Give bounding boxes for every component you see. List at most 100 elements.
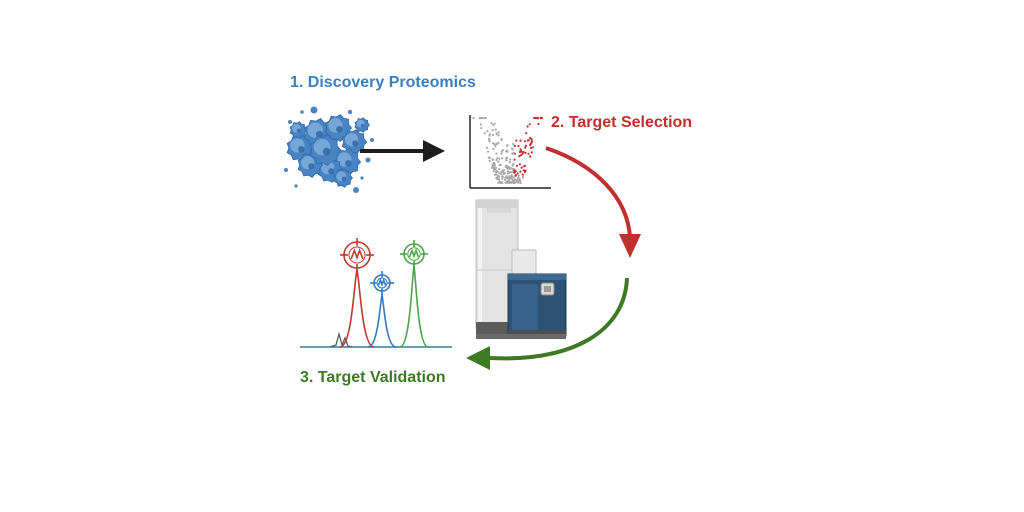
- instrument-to-validation-arrow: [466, 277, 629, 370]
- peak-blue: [367, 294, 397, 348]
- volcano-point: [518, 163, 522, 166]
- volcano-point: [526, 139, 530, 142]
- volcano-point: [506, 144, 509, 147]
- volcano-point: [493, 122, 496, 125]
- volcano-points: [472, 116, 544, 185]
- cell: [354, 117, 370, 133]
- volcano-point: [493, 164, 496, 167]
- volcano-point: [516, 176, 519, 179]
- volcano-point: [517, 174, 520, 177]
- volcano-point: [491, 158, 494, 161]
- volcano-point: [529, 146, 533, 150]
- volcano-point: [515, 180, 518, 183]
- particle: [365, 157, 371, 163]
- volcano-point: [519, 139, 522, 142]
- volcano-point: [529, 155, 532, 158]
- volcano-point: [496, 170, 499, 173]
- volcano-point: [529, 143, 532, 147]
- volcano-point: [506, 170, 510, 173]
- volcano-point: [505, 157, 508, 160]
- volcano-point: [518, 177, 521, 180]
- volcano-point: [497, 160, 500, 163]
- particle: [288, 120, 292, 124]
- cell-cluster-icon: [284, 106, 374, 193]
- volcano-point: [498, 164, 501, 167]
- volcano-point: [496, 157, 499, 160]
- volcano-point: [491, 129, 494, 132]
- particle: [300, 110, 304, 114]
- volcano-point: [494, 168, 497, 171]
- volcano-point: [494, 145, 497, 148]
- volcano-point: [501, 157, 504, 160]
- volcano-point: [500, 150, 503, 153]
- step-selection-label: 2. Target Selection: [551, 114, 693, 131]
- mass-spectrometer-icon: [475, 199, 567, 339]
- crosshair-target-icon: [400, 240, 428, 268]
- volcano-point: [523, 165, 526, 168]
- volcano-point: [512, 151, 515, 154]
- volcano-point: [495, 152, 498, 155]
- volcano-point: [495, 173, 498, 176]
- particle: [294, 184, 298, 188]
- volcano-point: [523, 170, 527, 173]
- chromatogram-icon: [300, 255, 452, 348]
- volcano-point: [501, 177, 504, 180]
- volcano-point: [505, 180, 508, 183]
- volcano-point: [492, 124, 495, 127]
- volcano-plot-icon: [469, 115, 551, 189]
- volcano-point: [519, 179, 522, 182]
- volcano-point: [531, 146, 534, 149]
- volcano-point: [490, 122, 493, 125]
- volcano-point: [512, 162, 515, 165]
- volcano-point: [533, 116, 536, 120]
- volcano-point: [511, 164, 514, 167]
- volcano-point: [524, 151, 527, 154]
- volcano-point: [510, 147, 514, 150]
- volcano-point: [506, 172, 509, 175]
- volcano-point: [506, 165, 509, 168]
- volcano-point: [502, 173, 505, 176]
- peak-red: [339, 269, 375, 348]
- particle: [370, 138, 374, 142]
- volcano-point: [527, 152, 530, 155]
- cell: [286, 134, 315, 162]
- cell: [333, 168, 353, 188]
- volcano-point: [494, 166, 497, 169]
- volcano-point: [521, 174, 525, 178]
- crosshair-target-icon: [370, 271, 394, 295]
- volcano-point: [507, 167, 510, 170]
- volcano-point: [512, 142, 515, 146]
- volcano-point: [524, 146, 527, 149]
- volcano-point: [478, 116, 481, 120]
- volcano-point: [512, 176, 515, 179]
- volcano-point: [488, 133, 491, 136]
- volcano-point: [509, 177, 512, 180]
- volcano-point: [514, 174, 517, 177]
- volcano-point: [488, 156, 491, 159]
- peak-green: [399, 265, 429, 348]
- volcano-point: [520, 154, 523, 157]
- cell: [341, 129, 368, 155]
- volcano-point: [520, 150, 523, 153]
- volcano-point: [472, 116, 475, 120]
- volcano-point: [492, 170, 495, 173]
- volcano-point: [529, 136, 532, 140]
- volcano-point: [513, 181, 517, 184]
- volcano-point: [495, 159, 498, 162]
- volcano-point: [483, 116, 486, 120]
- volcano-point: [510, 175, 514, 178]
- volcano-point: [486, 146, 489, 149]
- volcano-point: [518, 155, 521, 158]
- volcano-point: [513, 170, 517, 173]
- discovery-to-selection-arrow: [360, 140, 445, 162]
- volcano-point: [515, 164, 519, 167]
- volcano-point: [503, 178, 507, 181]
- volcano-point: [530, 151, 533, 154]
- volcano-point: [501, 175, 504, 178]
- volcano-point: [500, 181, 503, 184]
- volcano-point: [540, 116, 543, 120]
- background-peaks: [329, 331, 353, 348]
- volcano-point: [516, 172, 519, 175]
- volcano-point: [480, 116, 483, 120]
